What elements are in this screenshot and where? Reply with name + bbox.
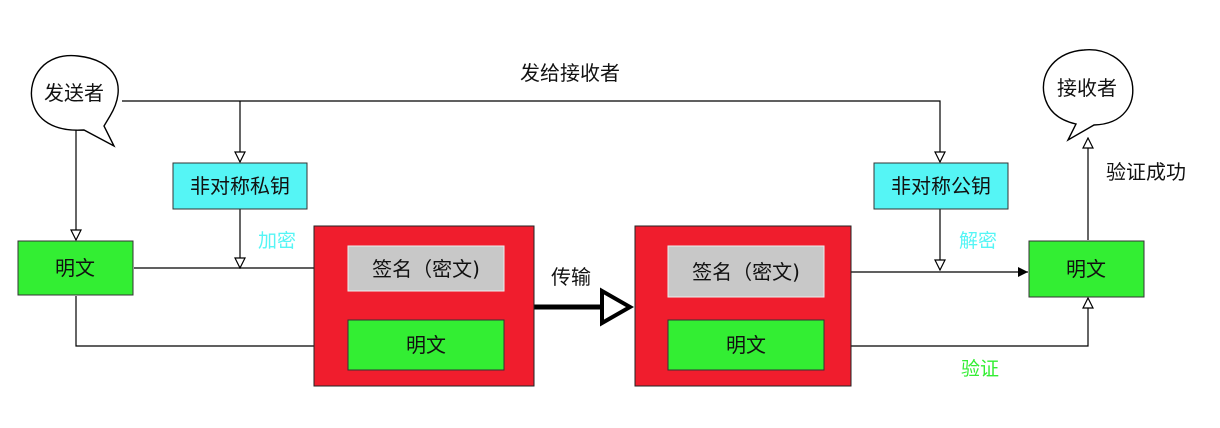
sender-node: 发送者 bbox=[30, 54, 119, 148]
transmit-arrow bbox=[534, 287, 635, 327]
public-key-label: 非对称公钥 bbox=[891, 174, 991, 198]
plaintext-right-label: 明文 bbox=[1066, 257, 1106, 281]
signature-left-label: 签名（密文) bbox=[372, 257, 480, 281]
private-key-node: 非对称私钥 bbox=[172, 162, 308, 210]
left-package: 签名（密文) 明文 bbox=[313, 225, 535, 387]
transmit-label: 传输 bbox=[551, 265, 591, 289]
verify-success-label: 验证成功 bbox=[1106, 160, 1186, 184]
edge-plaintext-to-package bbox=[75, 296, 346, 351]
plaintext-left-label: 明文 bbox=[55, 256, 95, 280]
edges bbox=[75, 100, 1088, 351]
sender-bubble bbox=[30, 54, 119, 148]
plaintext-left-node: 明文 bbox=[17, 240, 134, 296]
signature-right-label: 签名（密文) bbox=[692, 260, 800, 284]
plaintext-left-package-label: 明文 bbox=[406, 333, 446, 357]
encrypt-label: 加密 bbox=[258, 230, 296, 252]
plaintext-right-package-label: 明文 bbox=[726, 333, 766, 357]
plaintext-right-node: 明文 bbox=[1028, 240, 1145, 298]
decrypt-label: 解密 bbox=[959, 230, 997, 252]
receiver-node: 接收者 bbox=[1042, 49, 1134, 142]
edge-sender-to-receiver bbox=[122, 100, 940, 162]
receiver-bubble bbox=[1042, 49, 1134, 142]
public-key-node: 非对称公钥 bbox=[873, 162, 1009, 210]
right-package: 签名（密文) 明文 bbox=[634, 225, 852, 387]
receiver-label: 接收者 bbox=[1057, 76, 1117, 100]
send-to-receiver-label: 发给接收者 bbox=[520, 61, 620, 85]
verify-label: 验证 bbox=[961, 358, 999, 380]
sender-label: 发送者 bbox=[44, 81, 104, 105]
private-key-label: 非对称私钥 bbox=[190, 174, 290, 198]
edge-verify bbox=[824, 298, 1088, 347]
